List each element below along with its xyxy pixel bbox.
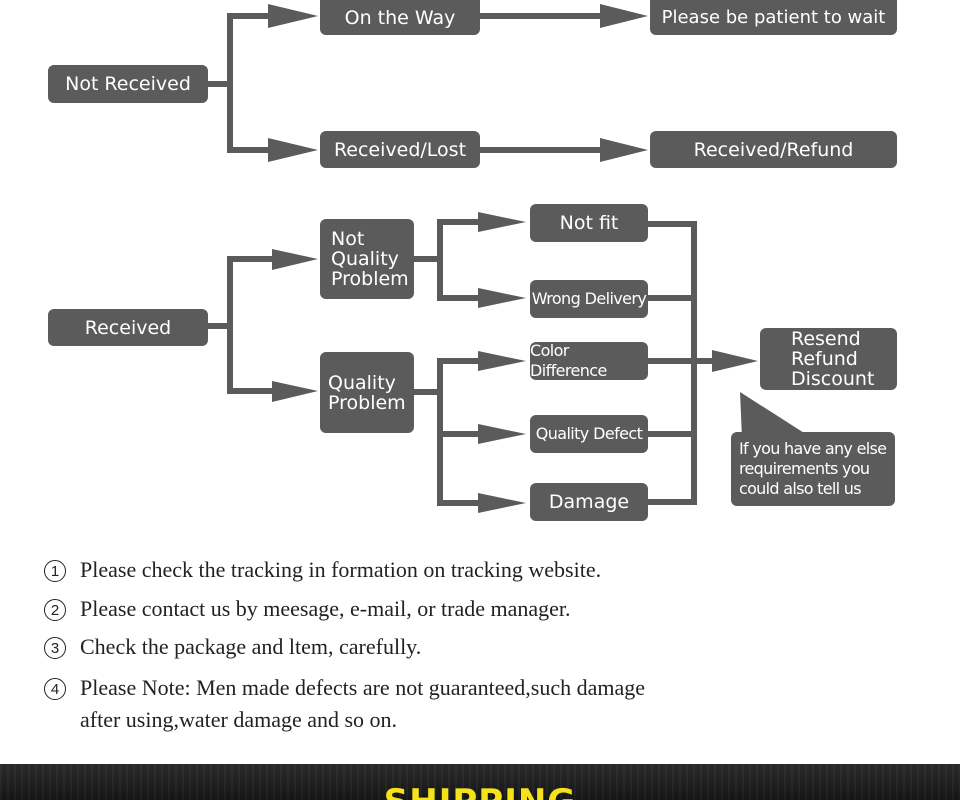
- node-quality-defect: Quality Defect: [530, 415, 648, 453]
- label-line: Not: [331, 228, 365, 250]
- note-text: Please contact us by meesage, e-mail, or…: [80, 596, 571, 621]
- node-quality-problem: Quality Problem: [320, 352, 414, 433]
- arrowhead-please-wait: [600, 4, 648, 28]
- connector-received-trunk: [205, 256, 233, 394]
- label-line: Problem: [328, 391, 406, 414]
- node-color-difference: Color Difference: [530, 341, 648, 380]
- note-text: Please Note: Men made defects are not gu…: [80, 675, 646, 732]
- node-on-the-way: On the Way: [320, 0, 480, 35]
- label-line: Problem: [331, 268, 409, 290]
- arrowhead-resolution: [712, 350, 758, 372]
- label-line: Quality: [331, 248, 399, 270]
- arrowhead-damage: [478, 493, 526, 513]
- arrowhead-quality: [272, 381, 318, 402]
- connector-quality-trunk: [411, 358, 443, 506]
- node-received: Received: [48, 309, 208, 346]
- note-number-circle: 1: [44, 560, 66, 582]
- node-not-fit: Not fit: [530, 204, 648, 242]
- note-number-circle: 2: [44, 599, 66, 621]
- arrowhead-received-lost: [268, 138, 318, 162]
- arrowhead-not-quality: [272, 249, 318, 270]
- callout-bubble: If you have any else requirements you co…: [731, 432, 895, 506]
- note-3: 3 Check the package and ltem, carefully.: [44, 634, 421, 663]
- callout-pointer: [740, 392, 812, 438]
- label-line: Refund: [791, 348, 858, 370]
- shipping-banner: SHIPPING: [0, 764, 960, 800]
- label-line: could also tell us: [739, 479, 862, 498]
- banner-texture: [0, 764, 960, 800]
- label-line: requirements you: [739, 459, 870, 478]
- banner-title: SHIPPING: [0, 782, 960, 800]
- note-2: 2 Please contact us by meesage, e-mail, …: [44, 596, 571, 625]
- note-text: Check the package and ltem, carefully.: [80, 634, 422, 659]
- note-number-circle: 4: [44, 678, 66, 700]
- note-number-circle: 3: [44, 637, 66, 659]
- connector-not-quality-trunk: [411, 219, 443, 301]
- label-line: Resend: [791, 328, 861, 350]
- node-wrong-delivery: Wrong Delivery: [530, 280, 648, 318]
- connector-not-received-trunk: [205, 13, 233, 153]
- connector-merge-bar: [645, 221, 697, 505]
- node-not-received: Not Received: [48, 65, 208, 103]
- node-resolution: Resend Refund Discount: [760, 328, 897, 390]
- note-4: 4 Please Note: Men made defects are not …: [44, 675, 645, 736]
- node-received-refund: Received/Refund: [650, 131, 897, 168]
- label-line: If you have any else: [739, 439, 887, 458]
- node-not-quality-problem: Not Quality Problem: [320, 219, 414, 299]
- node-please-wait: Please be patient to wait: [650, 0, 897, 35]
- label-line: Quality: [328, 371, 396, 394]
- arrowhead-on-the-way: [268, 4, 318, 28]
- note-1: 1 Please check the tracking in formation…: [44, 557, 601, 586]
- note-text: Please check the tracking in formation o…: [80, 557, 602, 582]
- arrowhead-wrong-delivery: [478, 288, 526, 308]
- arrowhead-not-fit: [478, 212, 526, 232]
- arrowhead-received-refund: [600, 138, 648, 162]
- node-damage: Damage: [530, 483, 648, 521]
- arrowhead-quality-defect: [478, 424, 526, 444]
- label-line: Discount: [791, 368, 875, 390]
- arrowhead-color-diff: [478, 351, 526, 371]
- flow-connectors: [205, 4, 812, 513]
- node-received-lost: Received/Lost: [320, 131, 480, 168]
